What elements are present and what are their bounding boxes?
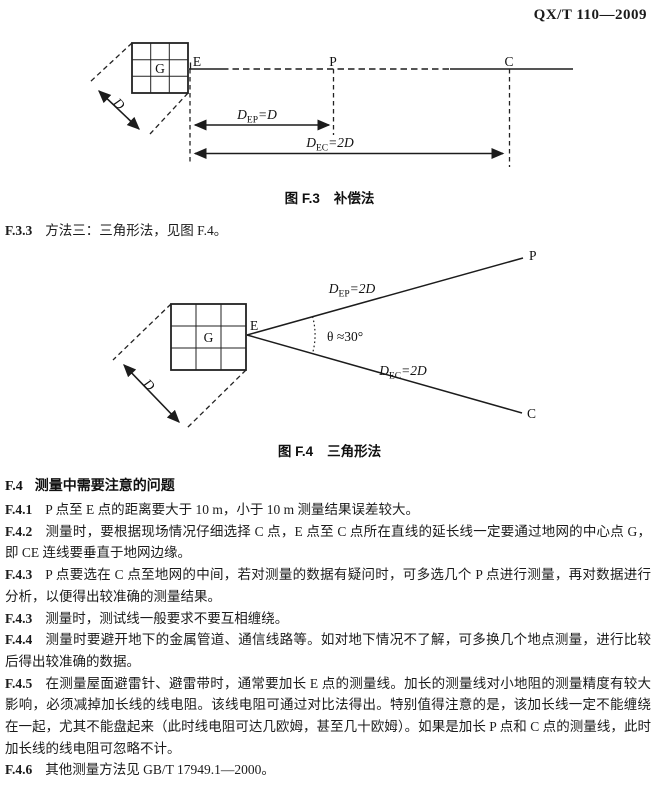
clause-text: 方法三：三角形法，见图 F.4。: [45, 223, 228, 238]
clause-f43-b: F.4.3 测量时，测试线一般要求不要互相缠绕。: [5, 608, 651, 630]
point-p-label: P: [529, 248, 537, 263]
clause-number: F.4.3: [5, 610, 33, 626]
ray-e-to-c: [246, 334, 523, 414]
figure-f4-caption: 图 F.4 三角形法: [0, 440, 659, 460]
clause-text: P 点要选在 C 点至地网的中间，若对测量的数据有疑问时，可多选几个 P 点进行…: [5, 567, 651, 604]
distance-label-dep: DEP=2D: [328, 281, 376, 300]
section-number: F.4: [5, 479, 23, 494]
clause-number: F.4.5: [5, 675, 33, 691]
section-f4-heading: F.4 测量中需要注意的问题: [5, 474, 651, 498]
clause-f41: F.4.1 P 点至 E 点的距离要大于 10 m，小于 10 m 测量结果误差较…: [5, 499, 651, 521]
angle-arc: [311, 316, 316, 354]
grounding-grid-f4: [170, 303, 247, 371]
figure-f3-compensation-method-diagram: G E P C DEP=D DEC=2D D: [89, 42, 573, 167]
clause-text: 测量时，测试线一般要求不要互相缠绕。: [45, 610, 289, 626]
grid-diagonal-dimension-f4: D: [112, 303, 247, 430]
angle-theta-label: θ ≈30°: [327, 329, 363, 344]
figure-f4-caption-title: 三角形法: [327, 444, 382, 459]
grid-center-label-g: G: [155, 61, 165, 76]
clause-number: F.4.3: [5, 567, 33, 583]
clause-text: 其他测量方法见 GB/T 17949.1—2000。: [45, 762, 275, 778]
figure-f3-caption-title: 补偿法: [333, 191, 375, 206]
point-c-label: C: [504, 54, 513, 69]
clause-text: P 点至 E 点的距离要大于 10 m，小于 10 m 测量结果误差较大。: [45, 502, 420, 517]
clause-f46: F.4.6 其他测量方法见 GB/T 17949.1—2000。: [5, 759, 651, 781]
clause-text: 测量时，要根据现场情况仔细选择 C 点，E 点至 C 点所在直线的延长线一定要通…: [5, 523, 651, 561]
droplines-f3: [189, 69, 511, 167]
standard-number: QX/T 110—2009: [533, 7, 647, 23]
distance-label-dep: DEP=D: [236, 107, 277, 126]
point-c-label: C: [527, 406, 536, 421]
dimension-d-label: D: [140, 375, 158, 393]
point-e-label: E: [250, 318, 258, 333]
clause-number: F.4.4: [5, 632, 33, 648]
grid-center-label-g: G: [204, 330, 214, 345]
dimension-d-label: D: [110, 94, 128, 112]
section-f4: F.4 测量中需要注意的问题 F.4.1 P 点至 E 点的距离要大于 10 m，小…: [5, 474, 651, 781]
clause-number: F.4.6: [5, 762, 33, 778]
ray-e-to-p: [246, 257, 524, 336]
point-p-label: P: [329, 54, 337, 69]
figure-f3-caption: 图 F.3 补偿法: [0, 187, 659, 207]
clause-text: 在测量屋面避雷针、避雷带时，通常要加长 E 点的测量线。加长的测量线对小地阻的测…: [5, 675, 651, 756]
clause-number: F.4.2: [5, 523, 33, 539]
figure-f4-triangle-method-diagram: G E P C DEP=2D DEC=2D θ ≈30° D: [112, 248, 537, 430]
distance-label-dec: DEC=2D: [305, 135, 354, 154]
clause-number: F.3.3: [5, 223, 33, 238]
figure-f4-caption-number: 图 F.4: [277, 444, 314, 459]
grid-diagonal-dimension-f3: D: [89, 42, 189, 135]
paragraph-f33: F.3.3 方法三：三角形法，见图 F.4。: [5, 220, 651, 242]
page-header: QX/T 110—2009: [0, 6, 647, 24]
section-title: 测量中需要注意的问题: [34, 477, 175, 493]
distance-label-dec: DEC=2D: [378, 363, 427, 382]
point-e-label: E: [193, 54, 201, 69]
clause-number: F.4.1: [5, 502, 33, 517]
figure-f3-caption-number: 图 F.3: [284, 191, 320, 206]
clause-text: 测量时要避开地下的金属管道、通信线路等。如对地下情况不了解，可多换几个地点测量，…: [5, 632, 651, 669]
